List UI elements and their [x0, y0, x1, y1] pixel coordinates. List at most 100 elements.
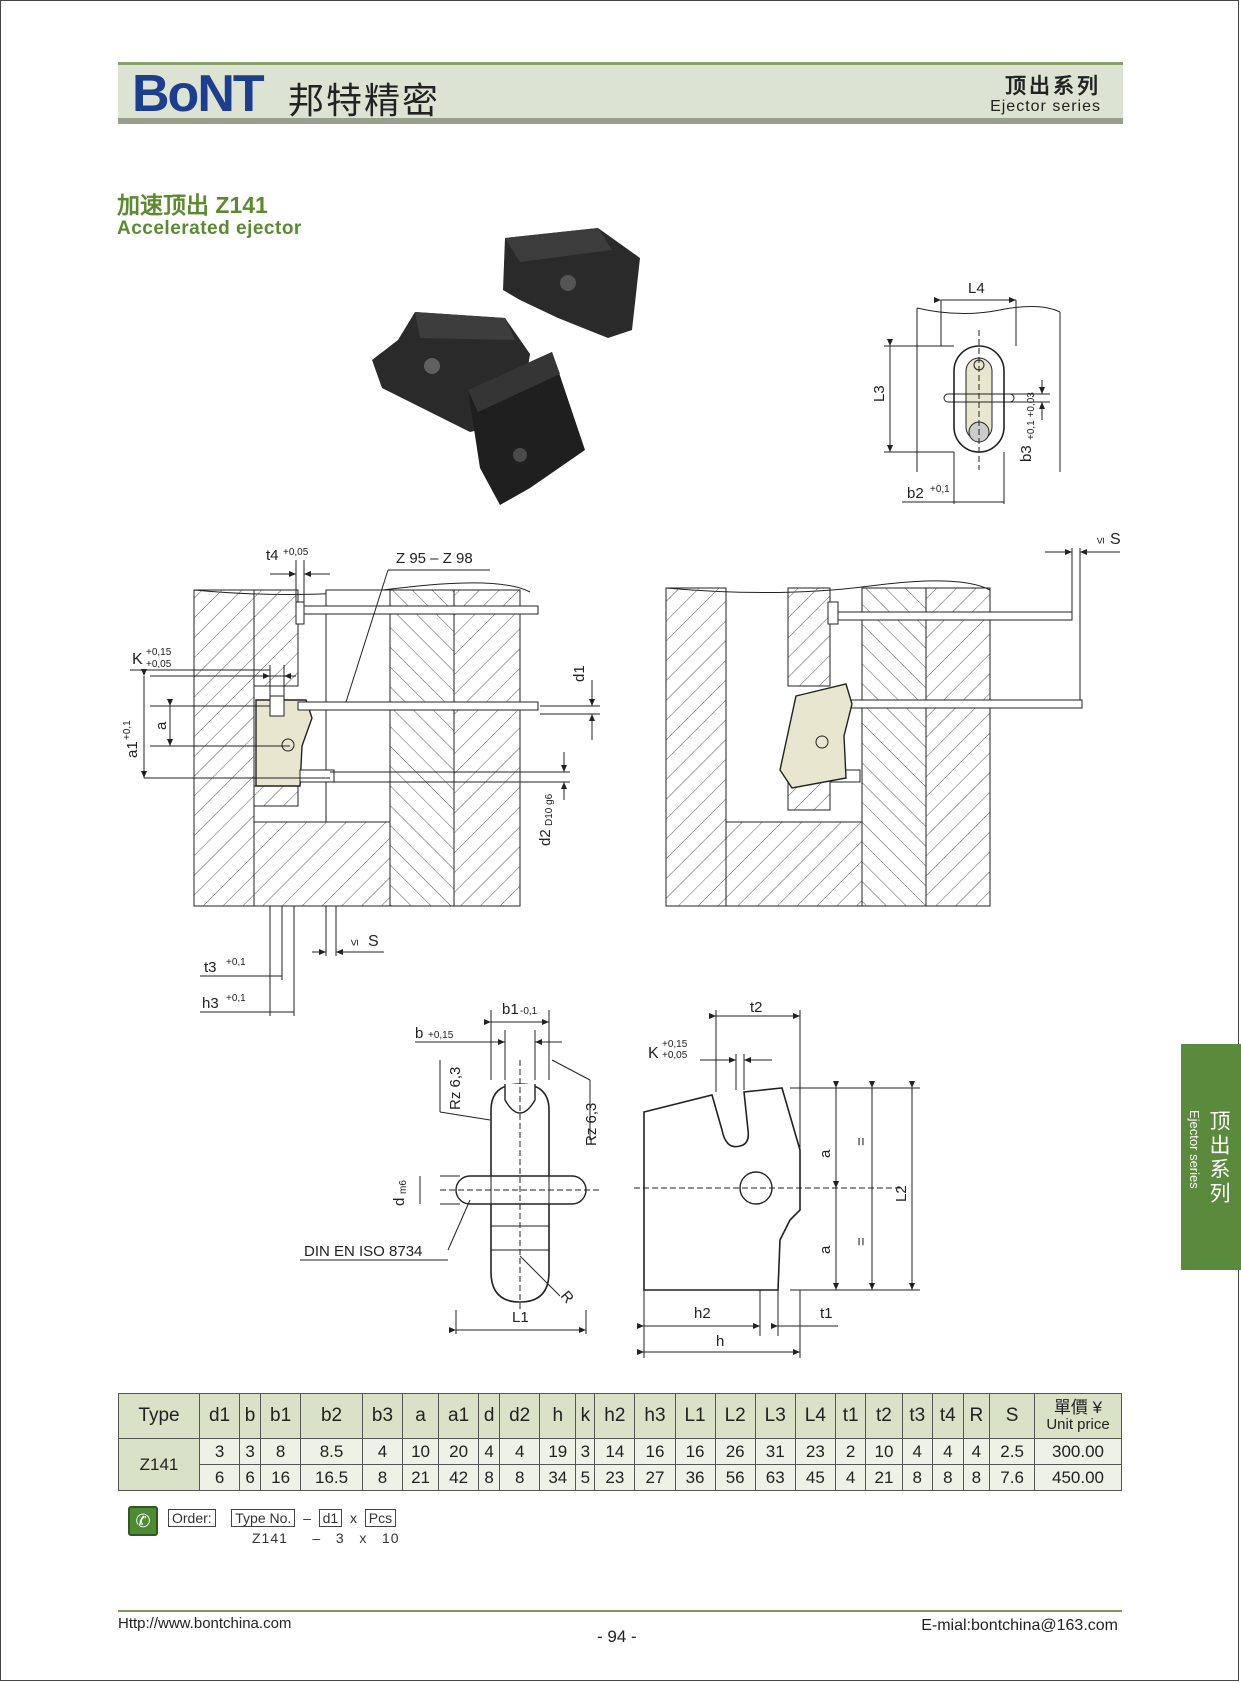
- table-cell: 34: [539, 1464, 577, 1491]
- table-cell: 26: [714, 1438, 756, 1465]
- label-le-right: ≤: [1093, 537, 1107, 544]
- order-pcs: Pcs: [364, 1509, 397, 1527]
- label-a1-tol: +0,1: [122, 720, 133, 740]
- table-cell: 31: [754, 1438, 796, 1465]
- order-format: Order: Type No. – d1 x Pcs: [168, 1509, 397, 1527]
- order-d1: d1: [318, 1509, 343, 1527]
- col-header: b1: [260, 1393, 302, 1439]
- table-cell: 4: [932, 1438, 964, 1465]
- table-cell: 8: [901, 1464, 934, 1491]
- label-t3-tol: +0,1: [226, 957, 246, 968]
- table-row: 6 6 16 16.5 8 21 42 8 8 34 5 23 27 36 56…: [119, 1464, 1122, 1491]
- col-header-price: 單價 ¥ Unit price: [1034, 1393, 1122, 1439]
- col-header: k: [575, 1393, 596, 1439]
- label-b-tol: +0,15: [428, 1030, 454, 1041]
- label-t1: t1: [820, 1305, 833, 1322]
- label-b2: b2: [907, 485, 924, 502]
- label-b3-tol: +0,1 +0,03: [1026, 392, 1037, 440]
- label-a-bottom: a: [817, 1245, 834, 1254]
- label-a1: a1: [124, 741, 141, 758]
- section-drawing-right: [665, 548, 1120, 907]
- order-label: Order:: [168, 1509, 216, 1527]
- product-photo: [372, 228, 640, 505]
- order-example-pcs: 10: [381, 1530, 400, 1546]
- col-header: t4: [932, 1393, 964, 1439]
- table-cell: 10: [865, 1438, 903, 1465]
- col-header: L4: [794, 1393, 836, 1439]
- order-type-no: Type No.: [231, 1509, 296, 1527]
- table-cell: 3: [239, 1438, 262, 1465]
- table-cell: 3: [575, 1438, 596, 1465]
- order-example-dash: –: [312, 1530, 322, 1546]
- table-cell: 8.5: [300, 1438, 363, 1465]
- table-cell: 10: [401, 1438, 440, 1465]
- label-d2-tol: D10 g6: [544, 793, 555, 826]
- footer-rule: [118, 1610, 1122, 1612]
- table-cell: 63: [754, 1464, 796, 1491]
- table-cell: 20: [438, 1438, 480, 1465]
- label-d2: d2: [537, 829, 554, 846]
- order-example-type: Z141: [252, 1530, 288, 1546]
- label-h3: h3: [202, 995, 219, 1012]
- label-d1: d1: [571, 665, 588, 682]
- brand-name-cn: 邦特精密: [288, 81, 441, 122]
- side-tab-cn: 顶出系列: [1207, 1110, 1230, 1206]
- label-b: b: [415, 1025, 423, 1042]
- col-header: Type: [118, 1393, 200, 1439]
- label-K2-tol-dn: +0,05: [662, 1050, 688, 1061]
- order-example: Z141 – 3 x 10: [252, 1530, 400, 1546]
- label-L4: L4: [968, 280, 985, 297]
- table-cell: 45: [794, 1464, 836, 1491]
- col-header: L2: [714, 1393, 756, 1439]
- table-cell: 8: [962, 1464, 991, 1491]
- footer-email[interactable]: E-mial:bontchina@163.com: [921, 1617, 1118, 1634]
- order-example-x: x: [359, 1530, 368, 1546]
- spec-table: Type d1 b b1 b2 b3 a a1 d d2 h k h2 h3 L…: [118, 1393, 1122, 1491]
- slot-view-drawing: [884, 297, 1061, 504]
- footer-website[interactable]: Http://www.bontchina.com: [118, 1615, 292, 1632]
- table-cell: 14: [594, 1438, 636, 1465]
- col-header: d1: [198, 1393, 241, 1439]
- label-a: a: [153, 721, 170, 730]
- table-cell: 5: [575, 1464, 596, 1491]
- table-cell: 16: [674, 1438, 716, 1465]
- label-h2: h2: [694, 1305, 711, 1322]
- col-header: S: [989, 1393, 1035, 1439]
- col-header: b: [239, 1393, 262, 1439]
- label-t4-tol: +0,05: [283, 547, 309, 558]
- product-title-en: Accelerated ejector: [117, 218, 302, 239]
- table-cell: 8: [499, 1464, 541, 1491]
- section-drawing-left: [130, 560, 600, 1016]
- table-cell: 4: [962, 1438, 991, 1465]
- type-cell: Z141: [118, 1438, 200, 1491]
- label-din: DIN EN ISO 8734: [304, 1243, 422, 1260]
- label-h3-tol: +0,1: [226, 993, 246, 1004]
- phone-icon: ✆: [128, 1506, 158, 1536]
- table-cell: 6: [198, 1464, 241, 1491]
- col-header: t2: [865, 1393, 903, 1439]
- page-header: BoNT 邦特精密 顶出系列 Ejector series: [118, 48, 1123, 124]
- table-cell: 2.5: [989, 1438, 1035, 1465]
- label-L1: L1: [512, 1309, 529, 1326]
- table-cell: 16: [260, 1464, 302, 1491]
- col-header: b2: [300, 1393, 363, 1439]
- table-cell: 7.6: [989, 1464, 1035, 1491]
- label-R: R: [557, 1288, 577, 1307]
- label-K-tol-dn: +0,05: [146, 659, 172, 670]
- label-eq-bottom: =: [853, 1237, 870, 1246]
- label-h: h: [716, 1333, 724, 1350]
- table-cell: 4: [834, 1464, 867, 1491]
- label-b3: b3: [1018, 445, 1035, 462]
- label-K2-tol-up: +0,15: [662, 1039, 688, 1050]
- part-side-view: [634, 1010, 920, 1358]
- table-row: Z141 3 3 8 8.5 4 10 20 4 4 19 3 14 16 16…: [118, 1438, 1122, 1491]
- table-cell: 21: [865, 1464, 903, 1491]
- table-cell: 3: [198, 1438, 241, 1465]
- page-number: - 94 -: [597, 1627, 637, 1646]
- price-cell: 300.00: [1034, 1438, 1122, 1465]
- col-header: d: [478, 1393, 501, 1439]
- col-header: L3: [754, 1393, 796, 1439]
- table-cell: 21: [401, 1464, 440, 1491]
